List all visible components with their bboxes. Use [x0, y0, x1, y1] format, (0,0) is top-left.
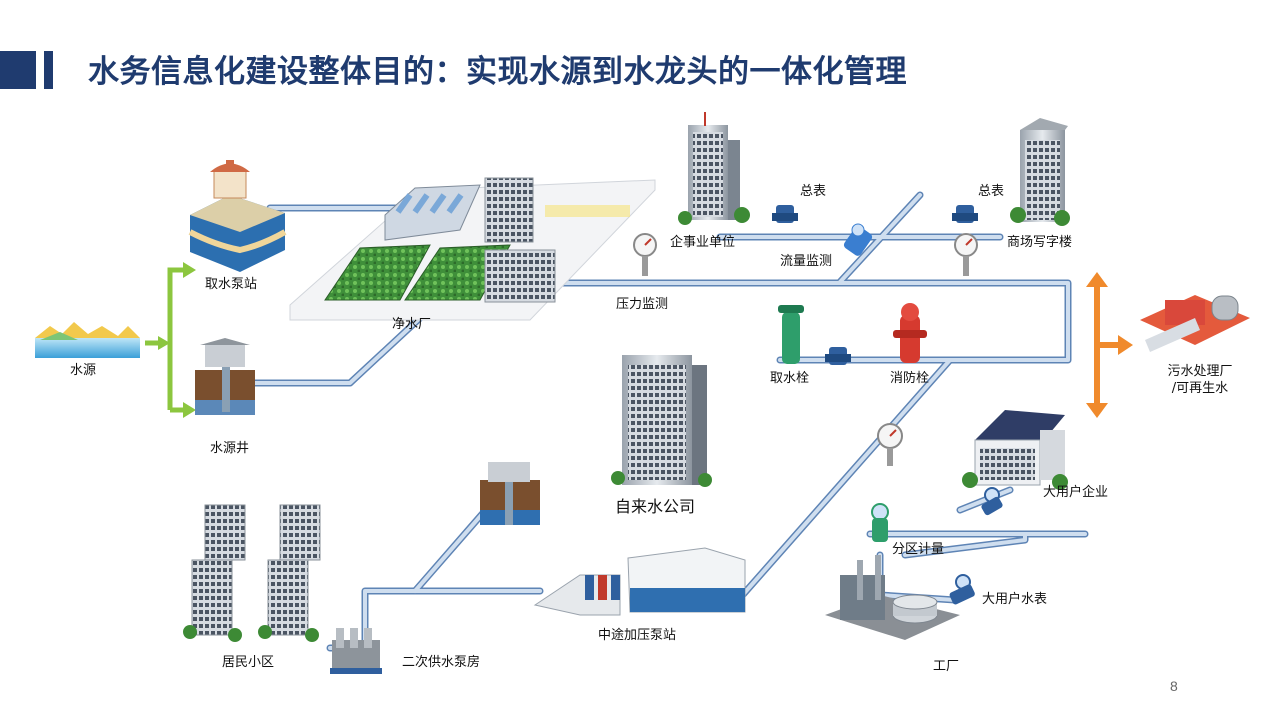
sewage-plant-icon [1140, 295, 1250, 352]
booster-pump-station-label: 中途加压泵站 [598, 628, 677, 643]
large-user-meter-label: 大用户水表 [982, 592, 1048, 607]
intake-pump-station-label: 取水泵站 [205, 277, 258, 292]
large-user-enterprise-label: 大用户企业 [1043, 485, 1109, 500]
large-user-enterprise-meter-icon [981, 487, 1003, 516]
sewage-arrows [1086, 272, 1133, 418]
lower-source-well-icon [480, 462, 540, 525]
sewage-plant-label-line2: /可再生水 [1171, 381, 1229, 396]
title-accent-bar-narrow [44, 51, 53, 89]
commercial-office-label: 商场写字楼 [1007, 235, 1073, 250]
sewage-plant-label-line1: 污水处理厂 [1167, 364, 1233, 379]
water-hydrant-label: 取水栓 [770, 371, 810, 386]
secondary-pump-room-label: 二次供水泵房 [402, 655, 481, 670]
booster-pump-station-icon [533, 547, 746, 616]
enterprise-unit-building-icon [678, 112, 750, 225]
enterprise-unit-label: 企事业单位 [670, 235, 736, 250]
source-well-label: 水源井 [210, 441, 250, 456]
water-source-label: 水源 [70, 363, 97, 378]
pipe-network [251, 191, 1089, 652]
hydrant-meter-icon [825, 347, 851, 365]
pressure-gauge-1-icon [633, 233, 657, 276]
purification-plant-label: 净水厂 [392, 317, 432, 332]
purification-plant-icon [289, 177, 656, 321]
main-meter-2-label: 总表 [978, 184, 1005, 199]
secondary-pump-room-icon [330, 628, 382, 674]
pressure-gauge-3-icon [877, 423, 903, 466]
pressure-monitoring-label: 压力监测 [616, 297, 669, 312]
intake-pump-station-icon [188, 160, 287, 272]
page-number: 8 [1170, 678, 1178, 694]
water-company-label: 自来水公司 [615, 497, 696, 516]
residential-buildings-icon [183, 504, 321, 642]
large-user-meter-icon [949, 574, 975, 605]
main-meter-2-icon [952, 205, 978, 223]
fire-hydrant-label: 消防栓 [890, 371, 930, 386]
district-metering-label: 分区计量 [892, 542, 945, 557]
commercial-office-building-icon [1010, 118, 1070, 226]
title-accent-bar-wide [0, 51, 36, 89]
flow-meter-icon [843, 223, 873, 256]
main-meter-1-label: 总表 [800, 184, 827, 199]
water-hydrant-icon [778, 305, 804, 364]
district-meter-icon [871, 503, 889, 542]
main-meter-1-icon [772, 205, 798, 223]
residential-label: 居民小区 [222, 655, 275, 670]
factory-label: 工厂 [933, 659, 960, 674]
supply-arrows [145, 262, 196, 418]
factory-icon [825, 555, 960, 640]
water-source-icon [35, 322, 140, 358]
source-well-icon [195, 338, 255, 415]
page-title: 水务信息化建设整体目的：实现水源到水龙头的一体化管理 [88, 54, 907, 90]
water-company-building-icon [611, 355, 712, 487]
flow-monitoring-label: 流量监测 [780, 254, 833, 269]
pressure-gauge-2-icon [954, 233, 978, 276]
fire-hydrant-icon [893, 303, 927, 363]
large-user-enterprise-building-icon [962, 410, 1068, 490]
